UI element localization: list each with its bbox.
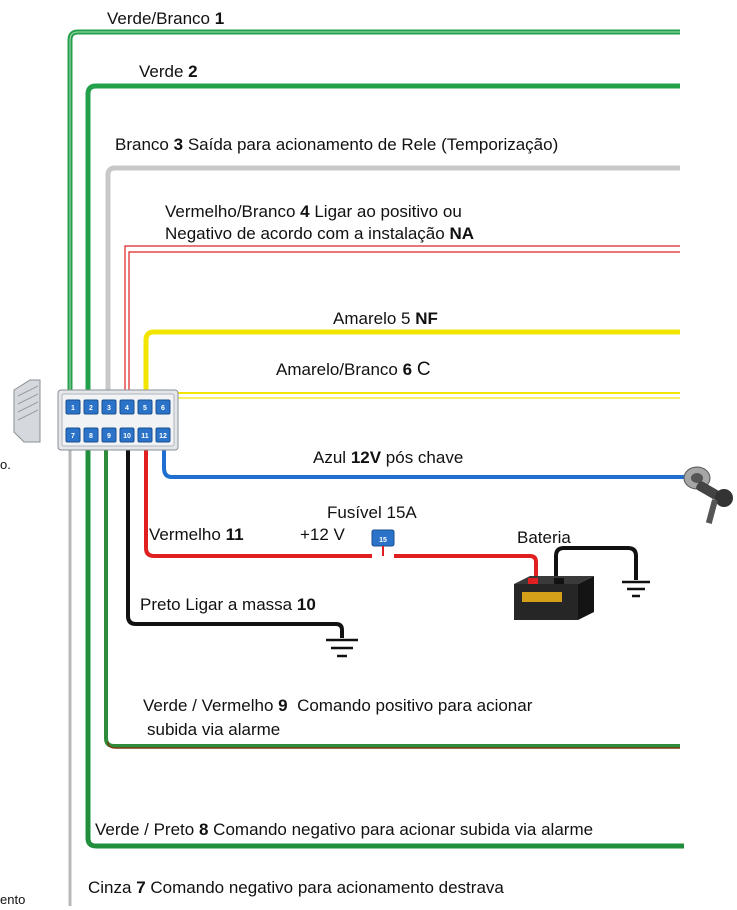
connector-pin-label-8: 8 [89, 433, 93, 440]
label-wire-11: Vermelho 11 [149, 525, 244, 544]
ground-icon-chassis [326, 638, 358, 658]
label-wire-2: Verde 2 [139, 62, 198, 81]
ignition-key-icon [683, 466, 733, 524]
label-wire-12: Azul 12V pós chave [313, 448, 464, 467]
connector-pin-label-3: 3 [107, 405, 111, 412]
connector-pin-label-2: 2 [89, 405, 93, 412]
connector-pin-label-6: 6 [161, 405, 165, 412]
label-wire-9-line2: subida via alarme [147, 720, 281, 739]
connector-pin-10 [119, 427, 135, 443]
connector-pin-11 [137, 427, 153, 443]
cut-text-mid: o. [0, 457, 11, 472]
wire-8-green-black [85, 445, 684, 849]
battery-icon [514, 576, 594, 620]
label-wire-8: Verde / Preto 8 Comando negativo para ac… [95, 820, 594, 839]
connector-pin-4 [119, 399, 135, 415]
wire-4-red-white [124, 245, 680, 400]
label-voltage: +12 V [300, 525, 345, 544]
connector-pin-label-7: 7 [71, 433, 75, 440]
connector-pin-9 [101, 427, 117, 443]
connector-pin-3 [101, 399, 117, 415]
connector-pin-6 [155, 399, 171, 415]
label-wire-9: Verde / Vermelho 9 Comando positivo para… [143, 696, 533, 715]
connector-pin-8 [83, 427, 99, 443]
wire-12-blue [162, 445, 684, 479]
label-wire-7: Cinza 7 Comando negativo para acionament… [88, 878, 504, 897]
connector-pin-2 [83, 399, 99, 415]
connector-pin-label-1: 1 [71, 405, 75, 412]
connector-pin-7 [65, 427, 81, 443]
label-wire-3: Branco 3 Saída para acionamento de Rele … [115, 135, 559, 154]
ground-icon-battery [622, 580, 650, 598]
connector-pin-label-9: 9 [107, 433, 111, 440]
battery-ground-wire [554, 546, 638, 584]
fuse-badge-text: 15 [379, 537, 387, 544]
label-wire-4-line2: Negativo de acordo com a instalação NA [165, 224, 475, 243]
connector-pin-5 [137, 399, 153, 415]
connector-pin-label-5: 5 [143, 405, 147, 412]
wire-11-red [144, 445, 372, 558]
wire-2-green [85, 83, 680, 420]
wire-10-black [126, 445, 344, 638]
cut-text-bottom: ento [0, 892, 26, 907]
label-wire-10: Preto Ligar a massa 10 [140, 595, 316, 614]
connector-pin-label-11: 11 [141, 433, 149, 440]
connector-pin-label-4: 4 [125, 405, 129, 412]
connector-pin-label-12: 12 [159, 433, 167, 440]
label-fuse: Fusível 15A [327, 503, 417, 522]
wire-3-white [105, 165, 680, 400]
label-wire-1: Verde/Branco 1 [107, 9, 225, 28]
label-battery: Bateria [517, 528, 571, 547]
label-wire-6: Amarelo/Branco 6 C [276, 359, 431, 380]
connector-pin-12 [155, 427, 171, 443]
connector-pin-1 [65, 399, 81, 415]
label-wire-5: Amarelo 5 NF [333, 309, 438, 328]
connector-pin-label-10: 10 [123, 433, 131, 440]
fuse: 15 [371, 529, 395, 556]
wire-5-yellow [143, 329, 680, 400]
label-wire-4: Vermelho/Branco 4 Ligar ao positivo ou [165, 202, 462, 221]
